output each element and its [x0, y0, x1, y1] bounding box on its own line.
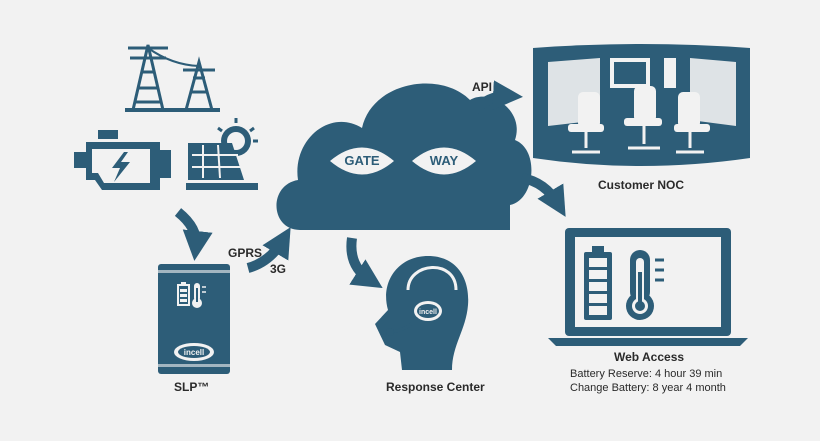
gprs-label: GPRS [228, 246, 263, 260]
laptop-battery-icon [584, 246, 612, 320]
web-access-label: Web Access [614, 350, 685, 364]
web-access-laptop [548, 228, 748, 346]
gateway-right-eye: WAY [412, 147, 476, 175]
arrow-api [471, 80, 523, 114]
gateway-cloud: GATE WAY [276, 83, 532, 230]
battery-icon [177, 282, 190, 306]
customer-noc-room [533, 44, 750, 166]
arrow-cloud-to-web [520, 173, 566, 217]
response-center-figure: incell [375, 256, 469, 370]
power-tower-icon [125, 44, 220, 112]
slp-device: incell [158, 264, 230, 374]
gateway-right-word: WAY [430, 153, 459, 168]
response-brand-text: incell [419, 309, 437, 316]
change-battery-text: Change Battery: 8 year 4 month [570, 382, 726, 394]
arrow-slp-to-cloud [246, 227, 291, 273]
solar-panel-icon [186, 118, 258, 190]
arrow-cloud-to-response [346, 237, 383, 289]
slp-label: SLP™ [174, 380, 210, 394]
response-center-label: Response Center [386, 380, 485, 394]
api-label: API [472, 80, 493, 94]
laptop-thermometer-icon [626, 250, 664, 320]
office-chairs-icon [568, 86, 710, 154]
battery-reserve-text: Battery Reserve: 4 hour 39 min [570, 368, 723, 380]
arrow-to-slp [174, 208, 213, 261]
thermometer-icon [192, 283, 206, 308]
headset-icon: incell [386, 266, 458, 336]
three-g-label: 3G [270, 262, 287, 276]
gateway-left-eye: GATE [330, 147, 394, 175]
slp-brand-text: incell [184, 348, 204, 357]
slp-brand-badge: incell [174, 343, 214, 361]
customer-noc-label: Customer NOC [598, 178, 685, 192]
engine-icon [74, 130, 171, 190]
gateway-left-word: GATE [344, 153, 379, 168]
